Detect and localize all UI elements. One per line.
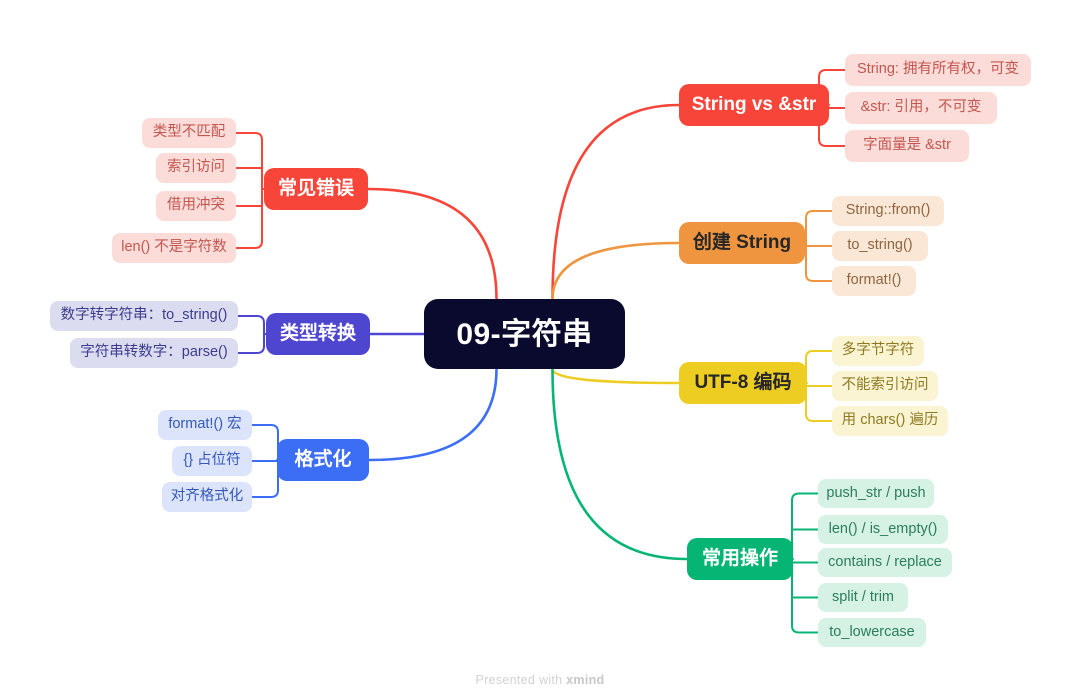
leaf-node-utf8-encoding-0[interactable]: 多字节字符 <box>832 336 924 366</box>
connector <box>551 103 681 301</box>
connector <box>791 492 819 502</box>
leaf-node-common-errors-3[interactable]: len() 不是字符数 <box>112 233 236 263</box>
branch-node-common-errors[interactable]: 常见错误 <box>264 168 368 210</box>
leaf-node-create-string-0[interactable]: String::from() <box>832 196 944 226</box>
leaf-node-formatting-2[interactable]: 对齐格式化 <box>162 482 252 512</box>
footer-brand: xmind <box>566 673 605 687</box>
connector <box>237 345 265 354</box>
connector <box>805 273 833 282</box>
branch-node-formatting[interactable]: 格式化 <box>277 439 369 481</box>
connector <box>551 367 681 385</box>
leaf-node-common-errors-1[interactable]: 索引访问 <box>156 153 236 183</box>
branch-node-string-vs-str[interactable]: String vs &str <box>679 84 829 126</box>
connector <box>251 489 279 498</box>
leaf-node-common-ops-4[interactable]: to_lowercase <box>818 618 926 647</box>
branch-node-type-conversion[interactable]: 类型转换 <box>266 313 370 355</box>
connector <box>791 624 819 634</box>
connector <box>366 187 498 301</box>
leaf-node-common-ops-2[interactable]: contains / replace <box>818 548 952 577</box>
leaf-node-create-string-2[interactable]: format!() <box>832 266 916 296</box>
leaf-node-common-errors-2[interactable]: 借用冲突 <box>156 191 236 221</box>
branch-node-utf8-encoding[interactable]: UTF-8 编码 <box>679 362 807 404</box>
leaf-node-string-vs-str-0[interactable]: String: 拥有所有权，可变 <box>845 54 1031 86</box>
leaf-node-utf8-encoding-2[interactable]: 用 chars() 遍历 <box>832 406 948 436</box>
leaf-node-formatting-1[interactable]: {} 占位符 <box>172 446 252 476</box>
leaf-node-common-ops-3[interactable]: split / trim <box>818 583 908 612</box>
connector <box>237 315 265 324</box>
connector <box>551 241 681 301</box>
leaf-node-string-vs-str-2[interactable]: 字面量是 &str <box>845 130 969 162</box>
leaf-node-formatting-0[interactable]: format!() 宏 <box>158 410 252 440</box>
connector <box>235 240 263 249</box>
connector <box>805 210 833 219</box>
leaf-node-common-ops-1[interactable]: len() / is_empty() <box>818 515 948 544</box>
leaf-node-string-vs-str-1[interactable]: &str: 引用，不可变 <box>845 92 997 124</box>
connector <box>818 69 846 78</box>
footer-prefix: Presented with <box>475 673 567 687</box>
branch-node-common-ops[interactable]: 常用操作 <box>687 538 793 580</box>
connector <box>805 413 833 422</box>
connector <box>818 138 846 147</box>
footer-attribution: Presented with xmind <box>0 673 1080 687</box>
leaf-node-type-conversion-1[interactable]: 字符串转数字：parse() <box>70 338 238 368</box>
root-node[interactable]: 09-字符串 <box>424 299 625 369</box>
leaf-node-create-string-1[interactable]: to_string() <box>832 231 928 261</box>
connector <box>235 132 263 141</box>
connector <box>805 350 833 359</box>
connector <box>551 367 689 561</box>
leaf-node-common-errors-0[interactable]: 类型不匹配 <box>142 118 236 148</box>
branch-node-create-string[interactable]: 创建 String <box>679 222 805 264</box>
connector <box>367 367 498 462</box>
connector <box>251 424 279 433</box>
leaf-node-common-ops-0[interactable]: push_str / push <box>818 479 934 508</box>
leaf-node-type-conversion-0[interactable]: 数字转字符串：to_string() <box>50 301 238 331</box>
leaf-node-utf8-encoding-1[interactable]: 不能索引访问 <box>832 371 938 401</box>
